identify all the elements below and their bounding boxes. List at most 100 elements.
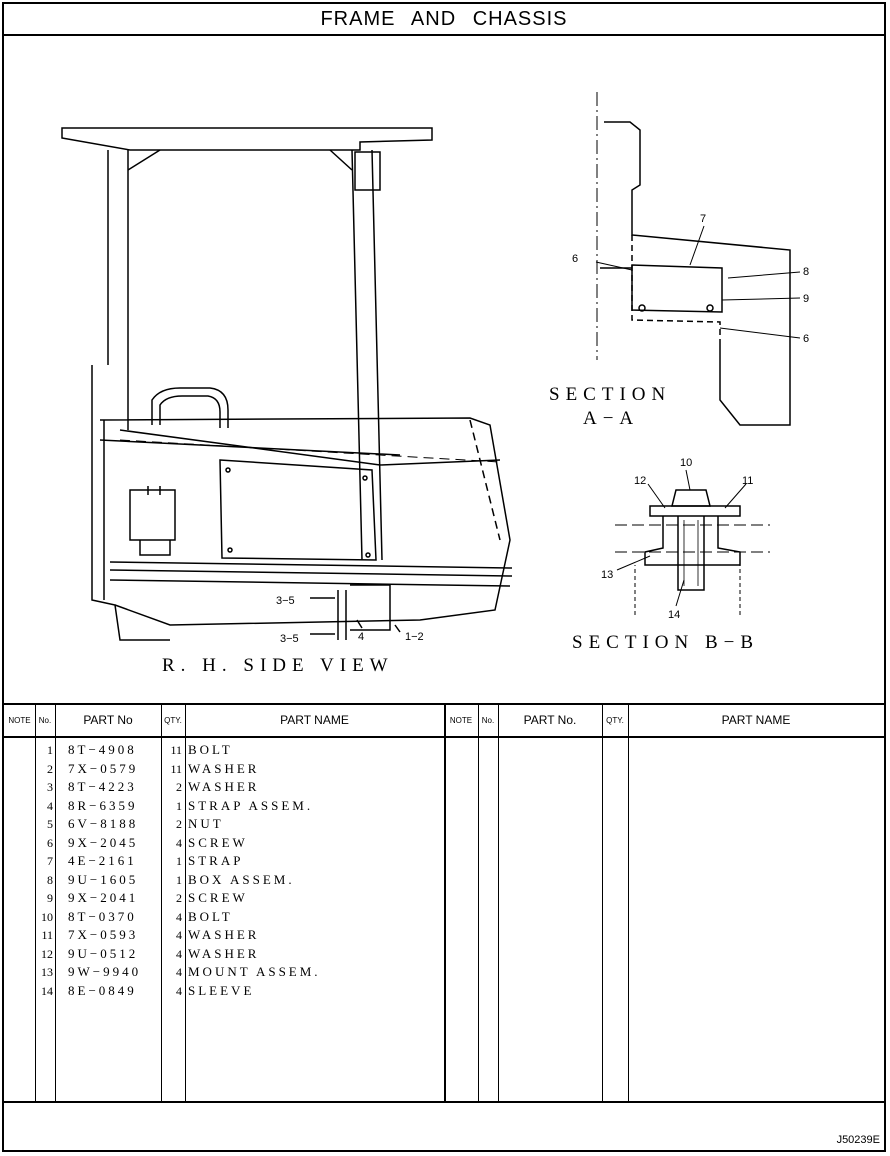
callout-bb-13: 13 <box>601 569 613 581</box>
callout-3-5b: 3−5 <box>280 633 299 645</box>
part-name: SCREW <box>188 834 248 850</box>
section-aa-drawing <box>595 92 801 426</box>
part-name: BOLT <box>188 908 233 924</box>
section-bb-drawing <box>615 469 770 615</box>
header-part-name-right: PART NAME <box>628 705 884 738</box>
part-number: 7X−0593 <box>68 927 139 942</box>
table-row: 6 9X−2045 4 SCREW <box>4 834 444 853</box>
col-line-center <box>444 705 446 1101</box>
table-row: 7 4E−2161 1 STRAP <box>4 852 444 871</box>
section-aa-label-1: SECTION <box>549 384 671 405</box>
part-number: 9U−1605 <box>68 871 139 887</box>
part-number: 9X−2041 <box>68 890 139 905</box>
part-name: WASHER <box>188 760 260 776</box>
header-note-right: NOTE <box>444 705 478 738</box>
header-part-name: PART NAME <box>185 705 444 738</box>
part-number: 8T−0370 <box>68 908 137 924</box>
callout-bb-12: 12 <box>634 475 646 487</box>
part-number: 8T−4908 <box>68 742 137 757</box>
col-line <box>498 705 499 1101</box>
item-number: 7 <box>47 854 53 868</box>
callout-aa-6b: 6 <box>803 333 809 345</box>
item-number: 2 <box>47 761 53 776</box>
part-number: 9X−2045 <box>68 834 139 850</box>
header-qty: QTY. <box>161 705 185 738</box>
title-bar: FRAME AND CHASSIS <box>2 2 886 36</box>
quantity: 4 <box>176 928 182 942</box>
col-line <box>185 705 186 1101</box>
item-number: 11 <box>41 928 53 942</box>
quantity: 2 <box>176 780 182 794</box>
parts-table: NOTE No. PART No QTY. PART NAME NOTE No.… <box>4 703 884 1103</box>
header-no-right: No. <box>478 705 498 738</box>
side-view-drawing <box>61 127 513 641</box>
col-line <box>628 705 629 1101</box>
callout-aa-9: 9 <box>803 293 809 305</box>
side-view-label: R. H. SIDE VIEW <box>162 655 394 676</box>
item-number: 3 <box>47 780 53 794</box>
col-line <box>478 705 479 1101</box>
callout-aa-6a: 6 <box>572 253 578 265</box>
callout-bb-10: 10 <box>680 457 692 469</box>
header-qty-right: QTY. <box>602 705 628 738</box>
col-line <box>161 705 162 1101</box>
table-row: 11 7X−0593 4 WASHER <box>4 926 444 945</box>
part-number: 9W−9940 <box>68 964 142 979</box>
callout-bb-11: 11 <box>742 475 753 487</box>
item-number: 12 <box>41 946 53 961</box>
quantity: 2 <box>176 891 182 905</box>
part-number: 8T−4223 <box>68 779 137 794</box>
part-name: SCREW <box>188 890 248 905</box>
table-row: 9 9X−2041 2 SCREW <box>4 889 444 908</box>
item-number: 8 <box>47 872 53 887</box>
section-bb-label: SECTION B−B <box>572 632 759 653</box>
item-number: 13 <box>41 965 53 979</box>
quantity: 1 <box>176 798 182 813</box>
exploded-illustration: R. H. SIDE VIEW 3−5 3−5 4 1−2 7 6 8 9 6 … <box>61 92 809 676</box>
part-name: BOX ASSEM. <box>188 871 295 887</box>
quantity: 4 <box>176 946 182 961</box>
table-row: 2 7X−0579 11 WASHER <box>4 760 444 779</box>
item-number: 6 <box>47 835 53 850</box>
part-name: STRAP ASSEM. <box>188 797 314 813</box>
part-name: MOUNT ASSEM. <box>188 964 321 979</box>
table-row: 13 9W−9940 4 MOUNT ASSEM. <box>4 963 444 982</box>
item-number: 14 <box>41 983 53 998</box>
quantity: 11 <box>170 761 182 776</box>
callout-aa-7: 7 <box>700 213 706 225</box>
part-number: 4E−2161 <box>68 853 137 868</box>
document-code: J50239E <box>836 1134 880 1146</box>
part-name: BOLT <box>188 742 233 757</box>
item-number: 4 <box>47 798 53 813</box>
quantity: 4 <box>176 909 182 924</box>
header-part-no: PART No <box>55 705 161 738</box>
part-name: WASHER <box>188 927 260 942</box>
header-no: No. <box>35 705 55 738</box>
quantity: 1 <box>176 854 182 868</box>
quantity: 11 <box>170 743 182 757</box>
callout-bb-14: 14 <box>668 609 680 621</box>
quantity: 4 <box>176 835 182 850</box>
callout-3-5a: 3−5 <box>276 595 295 607</box>
item-number: 9 <box>47 891 53 905</box>
section-aa-label-2: A−A <box>583 408 639 429</box>
quantity: 2 <box>176 817 182 831</box>
callout-4: 4 <box>358 631 364 643</box>
table-row: 4 8R−6359 1 STRAP ASSEM. <box>4 797 444 816</box>
part-name: NUT <box>188 816 224 831</box>
part-name: STRAP <box>188 853 244 868</box>
page-title: FRAME AND CHASSIS <box>320 8 568 30</box>
callout-aa-8: 8 <box>803 266 809 278</box>
quantity: 4 <box>176 965 182 979</box>
part-number: 7X−0579 <box>68 760 139 776</box>
header-part-no-right: PART No. <box>498 705 602 738</box>
item-number: 5 <box>47 817 53 831</box>
part-name: WASHER <box>188 945 260 961</box>
part-number: 8R−6359 <box>68 797 138 813</box>
